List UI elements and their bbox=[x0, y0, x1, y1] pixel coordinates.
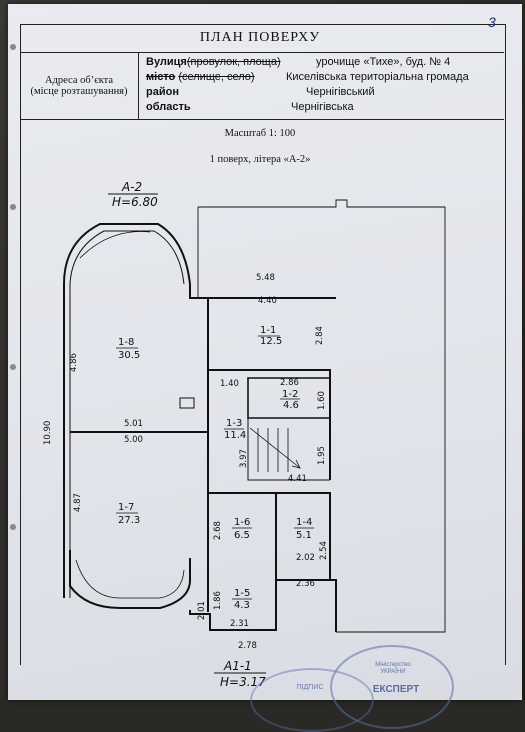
svg-text:1-6: 1-6 bbox=[234, 517, 250, 528]
svg-text:1-7: 1-7 bbox=[118, 502, 134, 513]
letter-a1-height: Н=3.17 bbox=[220, 675, 266, 689]
room-1-7: 1-7 27.3 bbox=[116, 502, 140, 526]
dim-2-02: 2.02 bbox=[296, 553, 315, 563]
street-value: урочище «Тихе», буд. № 4 bbox=[316, 56, 451, 68]
dim-1-60: 1.60 bbox=[317, 391, 327, 410]
dim-2-31: 2.31 bbox=[230, 619, 249, 629]
room-1-3: 1-3 11.4 bbox=[224, 418, 246, 441]
district-label: район bbox=[146, 86, 179, 98]
svg-text:11.4: 11.4 bbox=[224, 430, 246, 441]
floor-caption: 1 поверх, літера «А-2» bbox=[209, 154, 311, 165]
address-label: Адреса об’єкта bbox=[44, 75, 114, 86]
page-number: 3 bbox=[488, 14, 496, 30]
city-value: Киселівська територіальна громада bbox=[286, 71, 469, 83]
dim-2-36: 2.36 bbox=[296, 579, 315, 589]
letter-a1-1: А1-1 Н=3.17 bbox=[214, 659, 266, 689]
dim-1-40: 1.40 bbox=[220, 379, 239, 389]
svg-text:1-3: 1-3 bbox=[226, 418, 242, 429]
address-label-cell: Адреса об’єкта (місце розташування) bbox=[20, 53, 139, 119]
dim-2-86: 2.86 bbox=[280, 378, 299, 388]
dim-4-86: 4.86 bbox=[69, 353, 79, 372]
stamp-main-text: ЕКСПЕРТ bbox=[372, 684, 420, 695]
svg-text:30.5: 30.5 bbox=[118, 350, 140, 361]
svg-text:1-1: 1-1 bbox=[260, 325, 276, 336]
page-title: ПЛАН ПОВЕРХУ bbox=[199, 30, 321, 45]
dim-3-97: 3.97 bbox=[239, 449, 249, 468]
document-frame bbox=[20, 24, 506, 665]
region-value: Чернігівська bbox=[291, 101, 354, 113]
city-row: місто (селище, село) Киселівська територ… bbox=[146, 71, 506, 86]
letter-a2-height: Н=6.80 bbox=[112, 195, 158, 209]
dim-2-54: 2.54 bbox=[319, 541, 329, 560]
room-1-8: 1-8 30.5 bbox=[116, 337, 140, 361]
room-1-6: 1-6 6.5 bbox=[232, 517, 252, 541]
street-label: Вулиця bbox=[146, 56, 187, 68]
letter-a2-label: А-2 bbox=[121, 180, 142, 194]
room-1-4: 1-4 5.1 bbox=[294, 517, 314, 541]
floor-plan: 5.48 4.40 2.84 4.86 10.90 5.01 5.00 4.87… bbox=[43, 180, 446, 689]
svg-text:5.1: 5.1 bbox=[296, 530, 312, 541]
svg-text:1-5: 1-5 bbox=[234, 588, 250, 599]
city-struck: (селище, село) bbox=[178, 71, 255, 83]
dim-5-01: 5.01 bbox=[124, 419, 143, 429]
stamp-text: Міністерство УКРАЇНИ bbox=[375, 662, 411, 675]
dim-4-87: 4.87 bbox=[73, 493, 83, 512]
district-value: Чернігівський bbox=[306, 86, 375, 98]
city-label: місто bbox=[146, 71, 176, 83]
svg-text:4.6: 4.6 bbox=[283, 400, 299, 411]
svg-text:1-4: 1-4 bbox=[296, 517, 312, 528]
svg-text:27.3: 27.3 bbox=[118, 515, 140, 526]
plan-walls bbox=[63, 199, 446, 633]
street-row: Вулиця(провулок, площа) урочище «Тихе», … bbox=[146, 56, 506, 71]
district-row: район Чернігівський bbox=[146, 86, 506, 101]
dim-1-86: 1.86 bbox=[213, 591, 223, 610]
svg-text:1-8: 1-8 bbox=[118, 337, 134, 348]
region-row: область Чернігівська bbox=[146, 101, 506, 116]
region-label: область bbox=[146, 101, 191, 113]
letter-a1-label: А1-1 bbox=[223, 659, 252, 673]
dim-5-00: 5.00 bbox=[124, 435, 143, 445]
plan-dimensions: 5.48 4.40 2.84 4.86 10.90 5.01 5.00 4.87… bbox=[43, 273, 329, 651]
svg-text:6.5: 6.5 bbox=[234, 530, 250, 541]
dim-4-41: 4.41 bbox=[288, 474, 307, 484]
scale-caption: Масштаб 1: 100 bbox=[224, 128, 296, 139]
dim-10-90: 10.90 bbox=[43, 421, 53, 445]
room-1-2: 1-2 4.6 bbox=[280, 389, 300, 411]
svg-text:12.5: 12.5 bbox=[260, 336, 282, 347]
dim-2-84: 2.84 bbox=[315, 326, 325, 345]
dim-4-40: 4.40 bbox=[258, 296, 277, 306]
address-values: Вулиця(провулок, площа) урочище «Тихе», … bbox=[146, 56, 506, 116]
document-sheet bbox=[8, 4, 522, 700]
stamp-secondary-text: ПІДПИС bbox=[296, 684, 324, 691]
dim-2-01: 2.01 bbox=[197, 601, 207, 620]
dim-1-95: 1.95 bbox=[317, 446, 327, 465]
address-sublabel: (місце розташування) bbox=[30, 86, 128, 97]
dim-5-48: 5.48 bbox=[256, 273, 275, 283]
address-table: Адреса об’єкта (місце розташування) Вули… bbox=[20, 52, 504, 120]
street-struck: (провулок, площа) bbox=[186, 56, 281, 68]
dim-2-68: 2.68 bbox=[213, 521, 223, 540]
plan-rooms: 1-8 30.5 1-7 27.3 1-1 12.5 1-2 4.6 1-3 1… bbox=[116, 325, 314, 611]
svg-text:1-2: 1-2 bbox=[282, 389, 298, 400]
room-1-1: 1-1 12.5 bbox=[258, 325, 282, 347]
svg-text:4.3: 4.3 bbox=[234, 600, 250, 611]
room-1-5: 1-5 4.3 bbox=[232, 588, 252, 611]
dim-2-78: 2.78 bbox=[238, 641, 257, 651]
letter-a2: А-2 Н=6.80 bbox=[108, 180, 158, 209]
